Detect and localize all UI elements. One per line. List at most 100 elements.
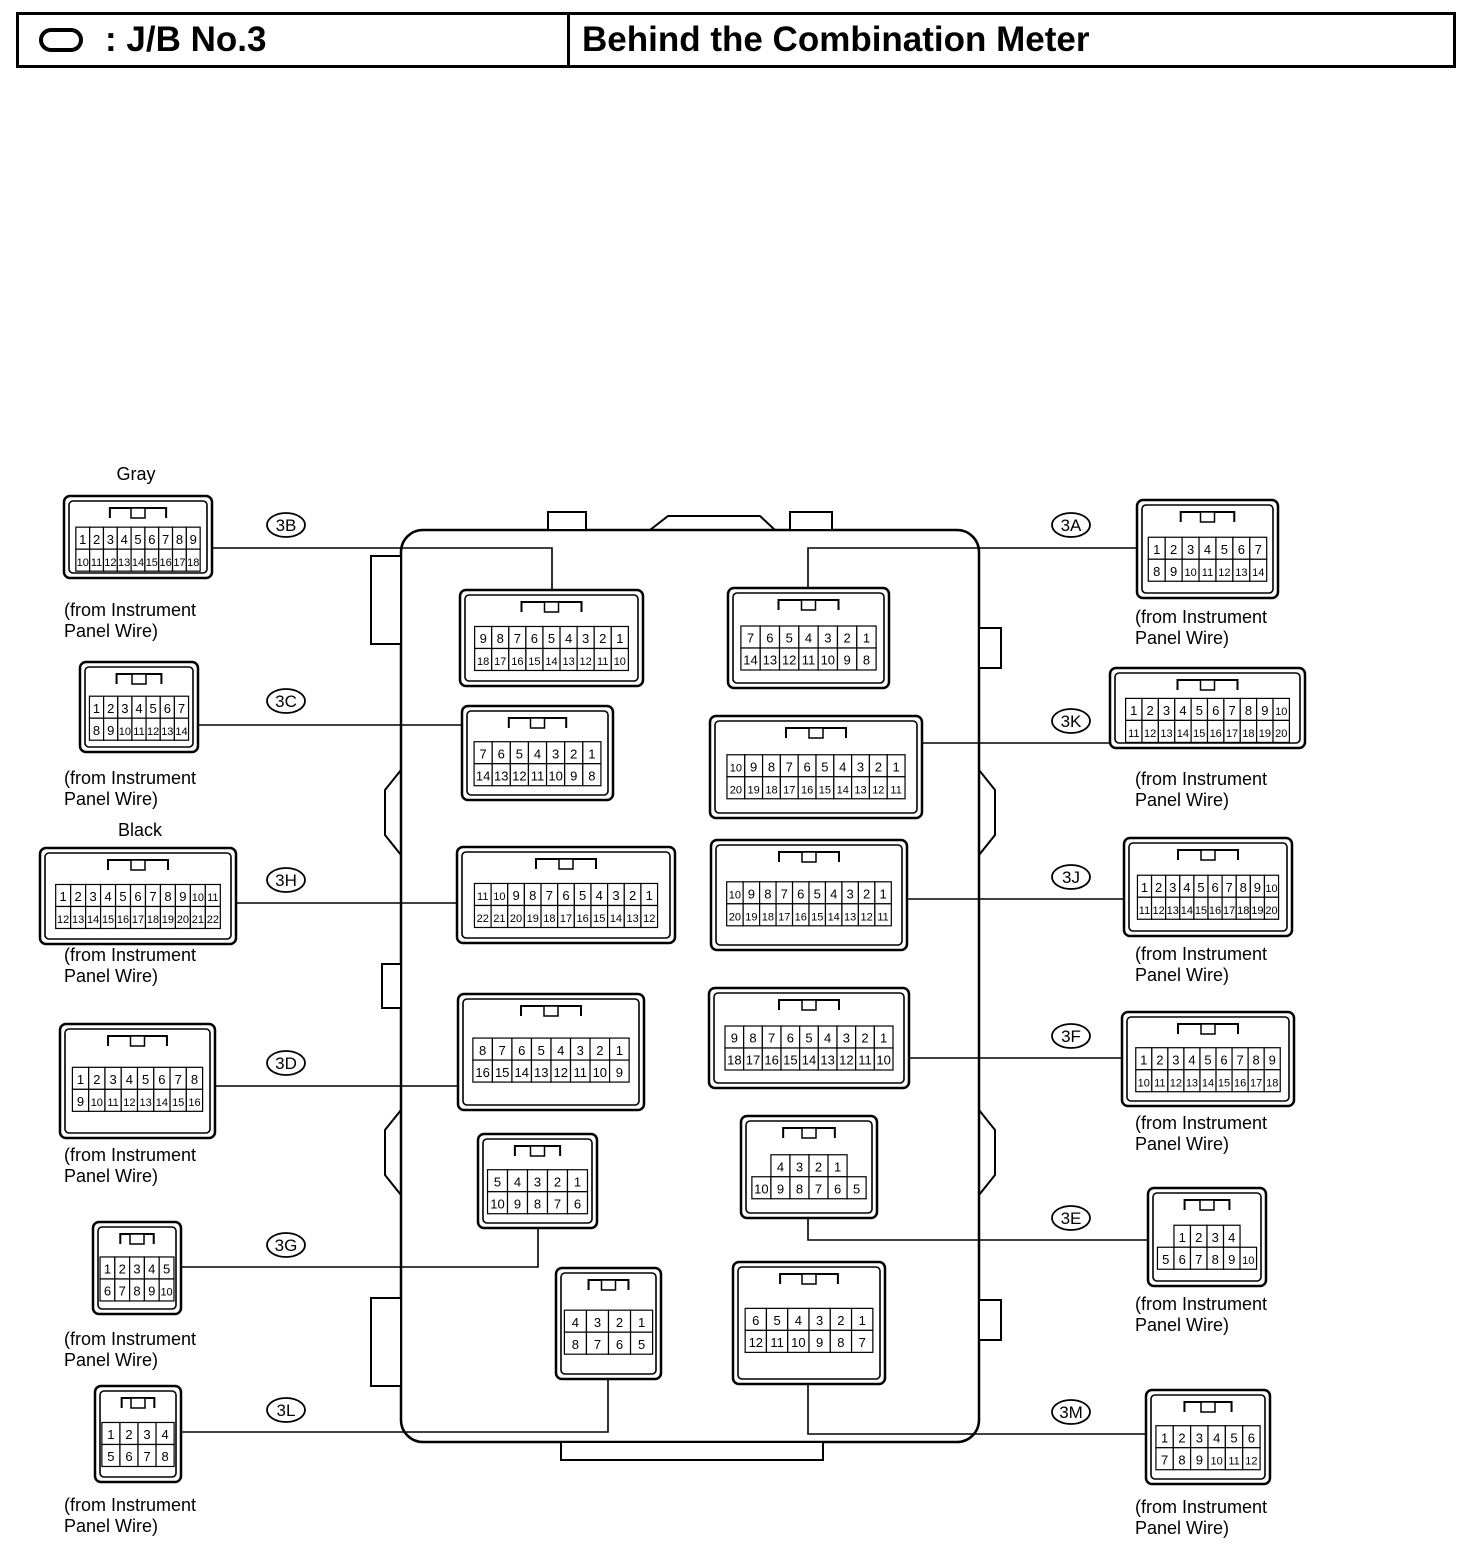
label-oval-3j [1051, 864, 1091, 890]
jb-connector-3b-pin-label: 12 [580, 656, 592, 668]
harness-connector-3a-pin-cell [1249, 558, 1268, 582]
jb-connector-3f-pin-label: 11 [858, 1053, 872, 1068]
harness-connector-3d-pin-label: 16 [188, 1097, 200, 1109]
side-notch [978, 769, 996, 856]
jb-connector-3b-pin-label: 17 [494, 656, 506, 668]
jb-connector-3m-pin-cell [850, 1329, 874, 1353]
jb-connector-3c-pin-label: 10 [548, 768, 562, 783]
harness-connector-3k-pin-label: 1 [1130, 703, 1137, 718]
jb-connector-3h-pin-label: 3 [612, 888, 619, 903]
jb-connector-3a-pin-label: 3 [824, 631, 831, 646]
jb-connector-3l-inner [560, 1272, 657, 1375]
connector-label-3a: 3A [1051, 512, 1091, 538]
jb-connector-3d-pin-label: 1 [616, 1043, 623, 1058]
harness-connector-3f-pin-label: 10 [1138, 1077, 1150, 1089]
label-oval-3k [1051, 708, 1091, 734]
jb-connector-3d-inner [462, 998, 640, 1106]
jb-connector-3j-pin-label: 20 [729, 912, 741, 924]
harness-connector-3c-pin-label: 12 [147, 726, 159, 738]
jb-connector-3m-pin-label: 2 [837, 1313, 844, 1328]
side-notch [384, 1109, 402, 1196]
jb-connector-3c-inner [466, 710, 609, 796]
harness-connector-3k-pin-label: 4 [1179, 703, 1186, 718]
harness-connector-3d-pin-label: 15 [172, 1097, 184, 1109]
jb-connector-3k-pin-label: 8 [768, 759, 775, 774]
harness-connector-3e-pin-label: 5 [1162, 1252, 1169, 1267]
top-tab-left [547, 511, 587, 531]
jb-connector-3k-latch-key [808, 727, 824, 739]
harness-connector-3l-pin-label: 5 [107, 1449, 114, 1464]
harness-connector-3m-pin-label: 4 [1213, 1430, 1220, 1445]
jb-connector-3l-pin-cell [629, 1331, 654, 1355]
harness-connector-3m-pin-cell [1242, 1447, 1261, 1471]
jb-connector-3b-pin-label: 8 [497, 631, 504, 646]
harness-connector-3h-pin-label: 10 [192, 892, 204, 904]
harness-connector-3k-pin-label: 9 [1261, 703, 1268, 718]
harness-connector-3a-pin-label: 7 [1255, 542, 1262, 557]
jb-connector-3k-pin-label: 17 [783, 784, 795, 796]
jb-connector-3h-pin-label: 9 [512, 888, 519, 903]
harness-connector-3k-pin-label: 5 [1196, 703, 1203, 718]
harness-connector-3b-pin-label: 10 [77, 557, 89, 569]
connector-label-3j: 3J [1051, 864, 1091, 890]
jb-connector-3g-pin-label: 6 [574, 1196, 581, 1211]
harness-connector-3k-pin-label: 8 [1245, 703, 1252, 718]
harness-connector-3k-pin-label: 20 [1275, 728, 1287, 740]
caption-line1: (from Instrument [64, 945, 196, 965]
harness-connector-3a-pin-label: 4 [1204, 542, 1211, 557]
jb-connector-3f-pin-label: 12 [839, 1053, 853, 1068]
harness-connector-3a-pin-label: 3 [1187, 542, 1194, 557]
jb-connector-3e-pin-label: 8 [796, 1181, 803, 1196]
jb-connector-3a-pin-label: 11 [802, 653, 816, 668]
jb-connector-3f-pin-label: 7 [768, 1031, 775, 1046]
jb-connector-3g-inner [482, 1138, 593, 1224]
side-tab-left [370, 555, 402, 645]
jb-connector-3m-pin-label: 5 [773, 1313, 780, 1328]
harness-connector-3g-pin-label: 2 [119, 1262, 126, 1277]
harness-connector-3d-pin-label: 11 [107, 1097, 118, 1109]
jb-connector-3e-latch-key [801, 1127, 817, 1139]
jb-connector-3a-pin-label: 7 [747, 631, 754, 646]
harness-connector-3d-inner [64, 1028, 211, 1134]
jb-connector-3h-pin-label: 14 [610, 913, 622, 925]
jb-connector-3m-latch-key [801, 1273, 817, 1285]
jb-connector-3f-pin-label: 16 [764, 1053, 778, 1068]
jb-connector-3f-pin-label: 17 [746, 1053, 760, 1068]
jb-connector-3e-pin-label: 2 [815, 1159, 822, 1174]
caption-line1: (from Instrument [64, 1145, 196, 1165]
jb-connector-3h-pin-label: 4 [596, 888, 603, 903]
jb-connector-3d-pin-label: 15 [495, 1065, 509, 1080]
jb-connector-3g-pin-label: 1 [574, 1174, 581, 1189]
side-notch [384, 769, 402, 856]
side-notch [978, 1109, 996, 1196]
harness-connector-3l-pin-label: 6 [125, 1449, 132, 1464]
harness-connector-3h-pin-label: 6 [134, 889, 141, 904]
jb-connector-3m-inner [737, 1266, 881, 1380]
harness-connector-3c-pin-label: 5 [150, 701, 157, 716]
jb-connector-3d-pin-label: 6 [518, 1043, 525, 1058]
jb-connector-3k-pin-label: 5 [821, 759, 828, 774]
jb-connector-3d-pin-label: 9 [616, 1065, 623, 1080]
harness-connector-3k-pin-label: 7 [1228, 703, 1235, 718]
harness-connector-3m-pin-label: 5 [1230, 1430, 1237, 1445]
jb-connector-3m-pin-label: 8 [837, 1335, 844, 1350]
wire-3l [181, 1379, 609, 1433]
jb-connector-3e-pin-label: 4 [777, 1159, 784, 1174]
harness-connector-3f-pin-label: 2 [1156, 1052, 1163, 1067]
jb-connector-3k-pin-label: 3 [857, 759, 864, 774]
label-oval-3a [1051, 512, 1091, 538]
jb-connector-3g-pin-label: 10 [490, 1196, 504, 1211]
jb-connector-3j-pin-label: 8 [764, 887, 771, 902]
harness-connector-3a-pin-label: 13 [1235, 567, 1247, 579]
jb-connector-3j-pin-label: 14 [828, 912, 840, 924]
harness-connector-3f-pin-label: 11 [1154, 1077, 1165, 1089]
